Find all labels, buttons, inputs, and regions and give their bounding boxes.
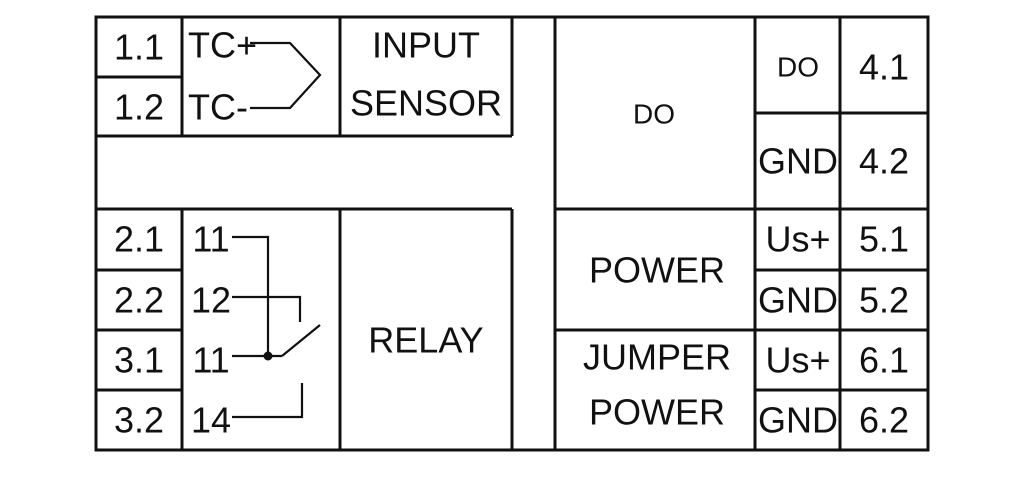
jumper-power-label: POWER [589,392,725,433]
signal-tc-plus: TC+ [188,25,257,66]
terminal-3-1: 3.1 [114,340,164,381]
terminal-2-2: 2.2 [114,280,164,321]
terminal-6-1: 6.1 [859,340,909,381]
terminal-4-1: 4.1 [859,47,909,88]
contact-12: 12 [191,280,231,321]
terminal-1-2: 1.2 [114,87,164,128]
signal-tc-minus: TC- [188,87,248,128]
terminal-4-2: 4.2 [859,141,909,182]
power-label: POWER [589,250,725,291]
gnd-signal-6: GND [758,400,838,441]
thermocouple-symbol [250,41,322,110]
relay-contact-symbol [232,235,321,419]
contact-11-b: 11 [192,340,229,381]
us-plus-signal-6: Us+ [765,340,830,381]
us-plus-signal-5: Us+ [765,219,830,260]
sensor-label: SENSOR [350,83,502,124]
contact-14: 14 [191,400,231,441]
relay-label: RELAY [368,320,483,361]
terminal-6-2: 6.2 [859,400,909,441]
do-label: DO [633,99,675,130]
terminal-1-1: 1.1 [114,27,164,68]
do-signal: DO [777,52,819,83]
terminal-3-2: 3.2 [114,400,164,441]
relay-block [96,207,514,450]
terminal-5-1: 5.1 [859,219,909,260]
terminal-2-1: 2.1 [114,219,164,260]
right-block [555,17,928,450]
terminal-5-2: 5.2 [859,280,909,321]
gnd-signal-5: GND [758,280,838,321]
gnd-signal-4: GND [758,141,838,182]
input-label: INPUT [372,25,480,66]
contact-11-a: 11 [192,219,229,260]
input-block [96,17,514,138]
jumper-label: JUMPER [583,337,731,378]
